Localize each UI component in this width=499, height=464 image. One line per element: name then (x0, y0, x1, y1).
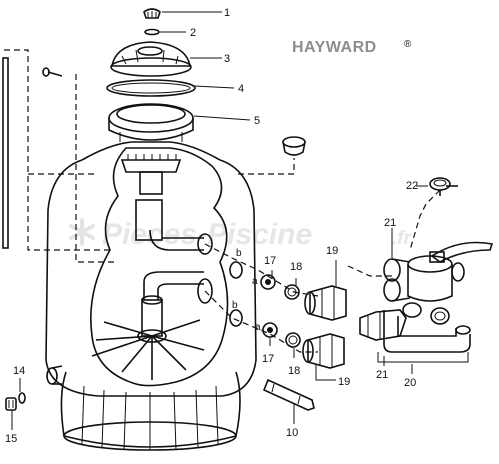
clamp-screw (42, 67, 63, 77)
port-seals-lower (229, 309, 301, 348)
part-15-drain-plug (5, 397, 17, 411)
sub-label-b-upper: b (236, 248, 242, 259)
callout-10: 10 (286, 427, 298, 439)
part-4-lid-o-ring (106, 79, 196, 97)
internal-laterals (91, 154, 213, 380)
callout-18-lower: 18 (288, 365, 300, 377)
callout-4: 4 (238, 83, 244, 95)
sight-glass-cap (282, 136, 306, 156)
part-10-drain-tube (262, 378, 315, 411)
callout-5: 5 (254, 115, 260, 127)
sub-label-b-lower: b (232, 300, 238, 311)
union-fitting-upper (304, 285, 347, 321)
brand-logo: HAYWARD (292, 39, 377, 56)
snowflake-icon (69, 218, 95, 246)
callout-labels: 1 2 3 4 5 10 14 15 17 17 18 18 19 19 20 … (5, 7, 418, 445)
brand-registered-mark: ® (404, 39, 412, 50)
sub-label-a-lower: a (255, 322, 261, 333)
part-2-o-ring (144, 28, 160, 36)
filter-tank (45, 141, 257, 397)
part-3-dome-lid (110, 41, 192, 77)
callout-19-upper: 19 (326, 245, 338, 257)
part-1-vent-cap (143, 8, 161, 19)
sub-label-a-upper: a (252, 276, 258, 287)
callout-3: 3 (224, 53, 230, 65)
port-seals-upper (229, 261, 300, 300)
leader-lines (11, 11, 428, 430)
watermark-suffix: .fr (392, 228, 413, 249)
callout-17-lower: 17 (262, 353, 274, 365)
part-22-pressure-gauge (429, 177, 458, 196)
callout-15: 15 (5, 433, 17, 445)
callout-1: 1 (224, 7, 230, 19)
union-fitting-lower (302, 333, 345, 369)
callout-14: 14 (13, 365, 25, 377)
tank-base (60, 371, 241, 451)
callout-19-lower: 19 (338, 376, 350, 388)
callout-2: 2 (190, 27, 196, 39)
assembly-guides (4, 49, 441, 353)
callout-22: 22 (406, 180, 418, 192)
range-brackets (315, 352, 469, 381)
part-20-connection-pipes (359, 309, 471, 353)
watermark: Pieces-Piscine .fr (69, 218, 413, 251)
callout-20: 20 (404, 377, 416, 389)
part-21-multiport-valve (383, 241, 494, 325)
callout-18-upper: 18 (290, 261, 302, 273)
callout-17-upper: 17 (264, 255, 276, 267)
tank-drain-port (46, 365, 63, 385)
part-5-locking-ring (108, 103, 194, 142)
dip-tube (2, 57, 9, 249)
part-14-drain-o-ring (18, 392, 26, 404)
callout-21-lower: 21 (376, 369, 388, 381)
callout-21-upper: 21 (384, 217, 396, 229)
